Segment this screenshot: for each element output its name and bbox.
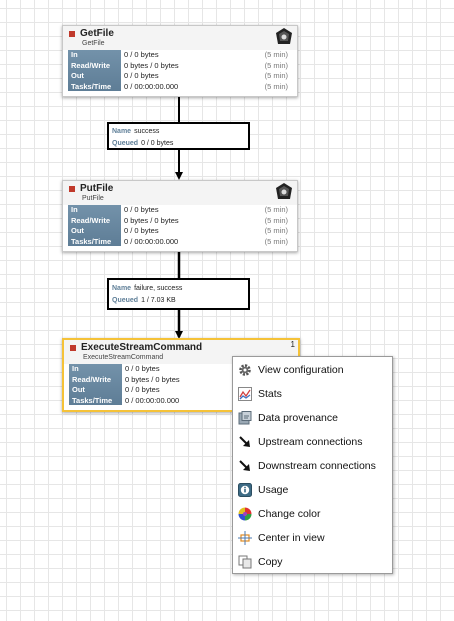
processor-type: ExecuteStreamCommand [83,354,164,361]
stat-value-out: 0 / 0 bytes [125,385,160,394]
connection-name-key: Name [112,285,132,292]
active-thread-count-badge: 1 [290,340,295,349]
stat-label-out: Out [71,71,84,80]
stat-label-tasks-time: Tasks/Time [72,395,113,405]
processor-putfile[interactable]: PutFile PutFile In Read/Write Out Tasks/… [62,180,298,252]
stat-label-out: Out [71,226,84,235]
processor-stats: In Read/Write Out Tasks/Time 0 / 0 bytes… [69,364,293,405]
stat-value-out: 0 / 0 bytes [124,226,159,235]
stat-window: (5 min) [264,60,288,70]
processor-header: GetFile GetFile [63,26,297,50]
menu-item-usage[interactable]: Usage [233,478,392,502]
menu-item-label: Data provenance [258,412,338,424]
menu-item-change-color[interactable]: Change color [233,502,392,526]
processor-stats: In Read/Write Out Tasks/Time 0 / 0 bytes… [68,205,292,246]
processor-getfile[interactable]: GetFile GetFile In Read/Write Out Tasks/… [62,25,298,97]
stat-window: (5 min) [264,50,288,59]
menu-item-label: Upstream connections [258,436,363,448]
stat-window: (5 min) [264,215,288,225]
info-icon [238,483,252,497]
menu-item-label: Change color [258,508,321,520]
stat-window: (5 min) [264,205,288,214]
stat-label-out: Out [72,385,85,394]
processor-header: PutFile PutFile [63,181,297,205]
connection-name-value: success [134,128,160,135]
copy-icon [238,555,252,569]
stat-value-in: 0 / 0 bytes [124,50,159,59]
menu-item-label: Downstream connections [258,460,376,472]
processor-type: PutFile [82,195,104,202]
processor-name: PutFile [80,183,114,194]
processor-name: GetFile [80,28,114,39]
context-menu: View configuration Stats Data provenance [232,356,393,574]
menu-item-downstream-connections[interactable]: Downstream connections [233,454,392,478]
stats-chart-icon [238,387,252,401]
arrow-upstream-icon [239,436,250,447]
stat-value-read-write: 0 bytes / 0 bytes [125,374,180,384]
menu-item-label: View configuration [258,364,344,376]
processor-type-badge-icon [276,28,292,44]
stat-label-in: In [72,364,79,373]
menu-item-stats[interactable]: Stats [233,382,392,406]
processor-name: ExecuteStreamCommand [81,342,203,353]
stat-label-tasks-time: Tasks/Time [71,236,112,246]
stat-window: (5 min) [264,81,288,91]
menu-item-view-configuration[interactable]: View configuration [233,358,392,382]
menu-item-label: Copy [258,556,283,568]
stopped-status-icon [69,186,75,192]
stat-value-out: 0 / 0 bytes [124,71,159,80]
stat-label-read-write: Read/Write [72,374,112,384]
processor-stats: In Read/Write Out Tasks/Time 0 / 0 bytes… [68,50,292,91]
stat-label-in: In [71,50,78,59]
stopped-status-icon [70,345,76,351]
stat-label-tasks-time: Tasks/Time [71,81,112,91]
stat-window: (5 min) [264,226,288,235]
arrow-downstream-icon [239,460,250,471]
connection-queued-value: 1 / 7.03 KB [141,297,176,304]
menu-item-upstream-connections[interactable]: Upstream connections [233,430,392,454]
connection-name-value: failure, success [134,285,183,292]
stat-window: (5 min) [264,71,288,80]
gear-icon [239,364,251,376]
connection-queued-key: Queued [112,297,139,304]
connection-queued-value: 0 / 0 bytes [141,140,174,147]
menu-item-label: Stats [258,388,282,400]
stat-value-in: 0 / 0 bytes [124,205,159,214]
menu-item-data-provenance[interactable]: Data provenance [233,406,392,430]
center-target-icon [238,531,252,545]
color-wheel-icon [238,507,252,521]
stat-label-in: In [71,205,78,214]
stat-value-in: 0 / 0 bytes [125,364,160,373]
processor-type: GetFile [82,40,105,47]
stat-value-read-write: 0 bytes / 0 bytes [124,60,179,70]
menu-item-center-in-view[interactable]: Center in view [233,526,392,550]
stat-value-read-write: 0 bytes / 0 bytes [124,215,179,225]
stat-value-tasks-time: 0 / 00:00:00.000 [124,236,179,246]
stat-label-read-write: Read/Write [71,215,111,225]
menu-item-label: Center in view [258,532,325,544]
menu-item-copy[interactable]: Copy [233,550,392,574]
stopped-status-icon [69,31,75,37]
processor-type-badge-icon [276,183,292,199]
stat-window: (5 min) [264,236,288,246]
stat-value-tasks-time: 0 / 00:00:00.000 [125,395,180,405]
provenance-icon [238,411,252,425]
connection-name-key: Name [112,128,132,135]
connection-queued-key: Queued [112,140,139,147]
stat-label-read-write: Read/Write [71,60,111,70]
menu-item-label: Usage [258,484,289,496]
stat-value-tasks-time: 0 / 00:00:00.000 [124,81,179,91]
